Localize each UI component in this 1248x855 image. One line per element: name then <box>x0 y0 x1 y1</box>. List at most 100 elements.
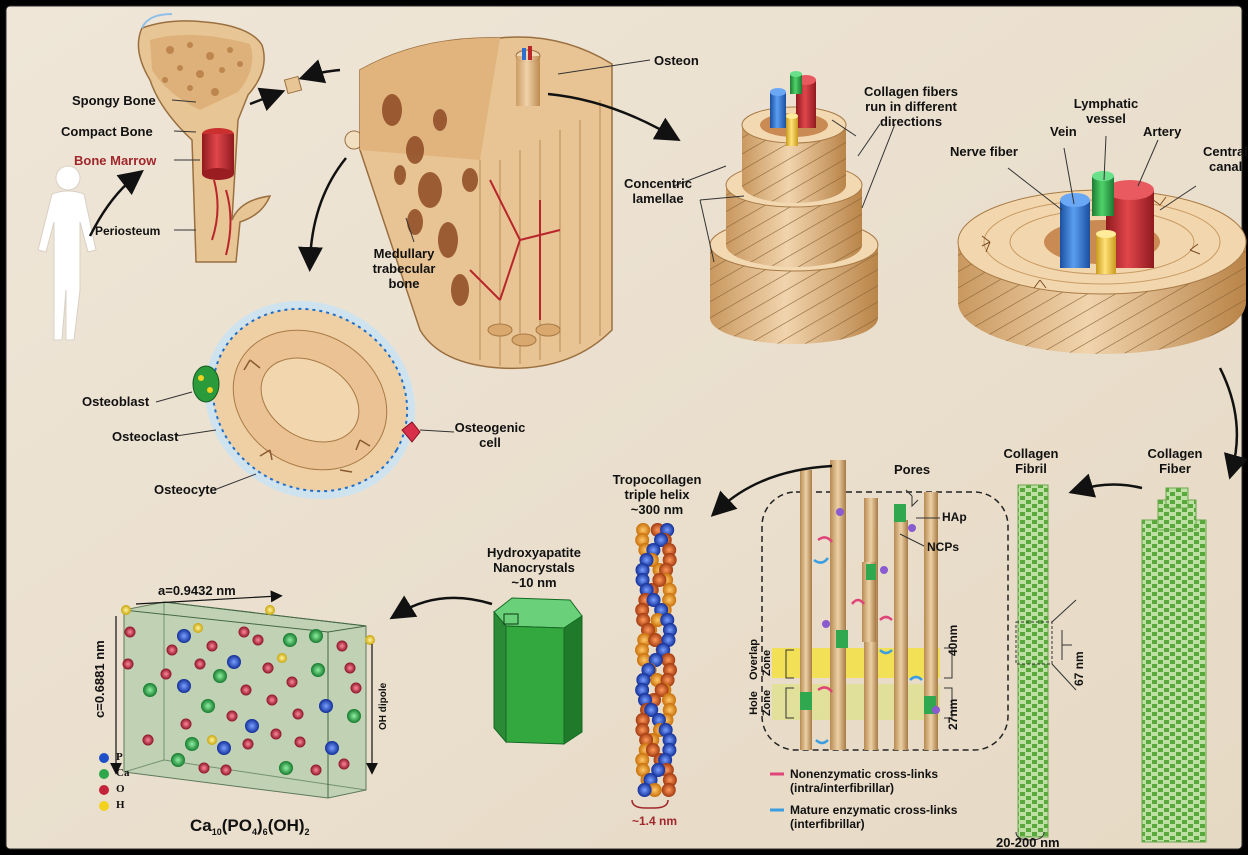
label-lymphatic-vessel: Lymphaticvessel <box>1060 96 1152 126</box>
label-c-axis: c=0.6881 nm <box>92 640 107 718</box>
label-osteoblast: Osteoblast <box>82 394 149 409</box>
atom-legend-label: O <box>116 783 125 795</box>
label-hap: HAp <box>942 510 967 525</box>
unit-cell-atom <box>185 737 199 751</box>
unit-cell-atom <box>217 741 231 755</box>
unit-cell-atom <box>143 683 157 697</box>
hydroxyapatite-prism <box>494 598 582 744</box>
unit-cell-atom <box>161 669 172 680</box>
unit-cell-atom <box>311 663 325 677</box>
label-ncps: NCPs <box>927 540 959 555</box>
unit-cell-atom <box>125 627 136 638</box>
unit-cell-atom <box>283 633 297 647</box>
atom-legend-dot <box>99 769 109 779</box>
label-bone-marrow: Bone Marrow <box>74 153 156 168</box>
unit-cell-atom <box>207 735 217 745</box>
label-67nm: 67 nm <box>1072 651 1087 686</box>
unit-cell-atom <box>177 629 191 643</box>
unit-cell-atom <box>311 765 322 776</box>
unit-cell-atom <box>201 699 215 713</box>
unit-cell-atom <box>207 641 218 652</box>
unit-cell-atom <box>177 679 191 693</box>
helix-bead <box>638 783 652 797</box>
atom-legend-label: P <box>116 751 123 763</box>
label-chemical-formula: Ca10(PO4)6(OH)2 <box>190 816 310 838</box>
unit-cell-atom <box>271 729 282 740</box>
label-a-axis: a=0.9432 nm <box>158 583 236 598</box>
collagen-fiber-bundle <box>1142 488 1206 842</box>
unit-cell-atom <box>319 699 333 713</box>
legend-nonenzymatic: Nonenzymatic cross-links(intra/interfibr… <box>790 767 938 795</box>
unit-cell-atom <box>167 645 178 656</box>
atom-legend-label: Ca <box>116 767 129 779</box>
unit-cell-atom <box>245 719 259 733</box>
unit-cell-atom <box>287 677 298 688</box>
unit-cell-atom <box>227 655 241 669</box>
label-27nm: 27nm <box>946 699 961 730</box>
unit-cell-atom <box>171 753 185 767</box>
label-spongy-bone: Spongy Bone <box>72 93 156 108</box>
label-1-4nm: ~1.4 nm <box>632 814 677 829</box>
label-artery: Artery <box>1143 124 1181 139</box>
label-nerve-fiber: Nerve fiber <box>950 144 1018 159</box>
unit-cell-atom <box>143 735 154 746</box>
bone-cube-small <box>284 76 301 93</box>
unit-cell-atom <box>241 685 252 696</box>
unit-cell-atom <box>309 629 323 643</box>
unit-cell-atom <box>199 763 210 774</box>
label-20-200nm: 20-200 nm <box>996 835 1060 850</box>
unit-cell-atom <box>239 627 250 638</box>
unit-cell-atom <box>351 683 362 694</box>
unit-cell-atom <box>345 663 356 674</box>
collagen-fibril-column <box>1018 485 1048 837</box>
unit-cell-atom <box>325 741 339 755</box>
unit-cell-atom <box>243 739 254 750</box>
atom-legend-dot <box>99 753 109 763</box>
label-40nm: 40nm <box>946 625 961 656</box>
unit-cell-atom <box>277 653 287 663</box>
unit-cell-atom <box>121 605 131 615</box>
unit-cell-atom <box>365 635 375 645</box>
unit-cell-atom <box>267 695 278 706</box>
atom-legend-dot <box>99 785 109 795</box>
label-vein: Vein <box>1050 124 1077 139</box>
unit-cell-atom <box>295 737 306 748</box>
unit-cell-atom <box>253 635 264 646</box>
unit-cell-atom <box>337 641 348 652</box>
label-oh-dipole: OH dipole <box>376 683 391 730</box>
helix-bead <box>662 783 676 797</box>
unit-cell-atom <box>181 719 192 730</box>
unit-cell-atom <box>279 761 293 775</box>
unit-cell-atom <box>195 659 206 670</box>
label-compact-bone: Compact Bone <box>61 124 153 139</box>
tropocollagen-helix <box>635 523 677 797</box>
unit-cell-atom <box>293 709 304 720</box>
label-osteoclast: Osteoclast <box>112 429 178 444</box>
unit-cell-atom <box>123 659 134 670</box>
label-pores: Pores <box>894 462 930 477</box>
unit-cell-atom <box>193 623 203 633</box>
legend-enzymatic: Mature enzymatic cross-links(interfibril… <box>790 803 957 831</box>
unit-cell-atom <box>347 709 361 723</box>
unit-cell-atom <box>221 765 232 776</box>
unit-cell-atom <box>339 759 350 770</box>
unit-cell-atom <box>263 663 274 674</box>
unit-cell-atom <box>213 669 227 683</box>
unit-cell-atom <box>265 605 275 615</box>
label-osteon: Osteon <box>654 53 699 68</box>
label-osteocyte: Osteocyte <box>154 482 217 497</box>
label-collagen-fibers-directions: Collagen fibersrun in differentdirection… <box>846 84 976 129</box>
atom-legend-dot <box>99 801 109 811</box>
label-periosteum: Periosteum <box>95 224 160 239</box>
atom-legend-label: H <box>116 799 125 811</box>
